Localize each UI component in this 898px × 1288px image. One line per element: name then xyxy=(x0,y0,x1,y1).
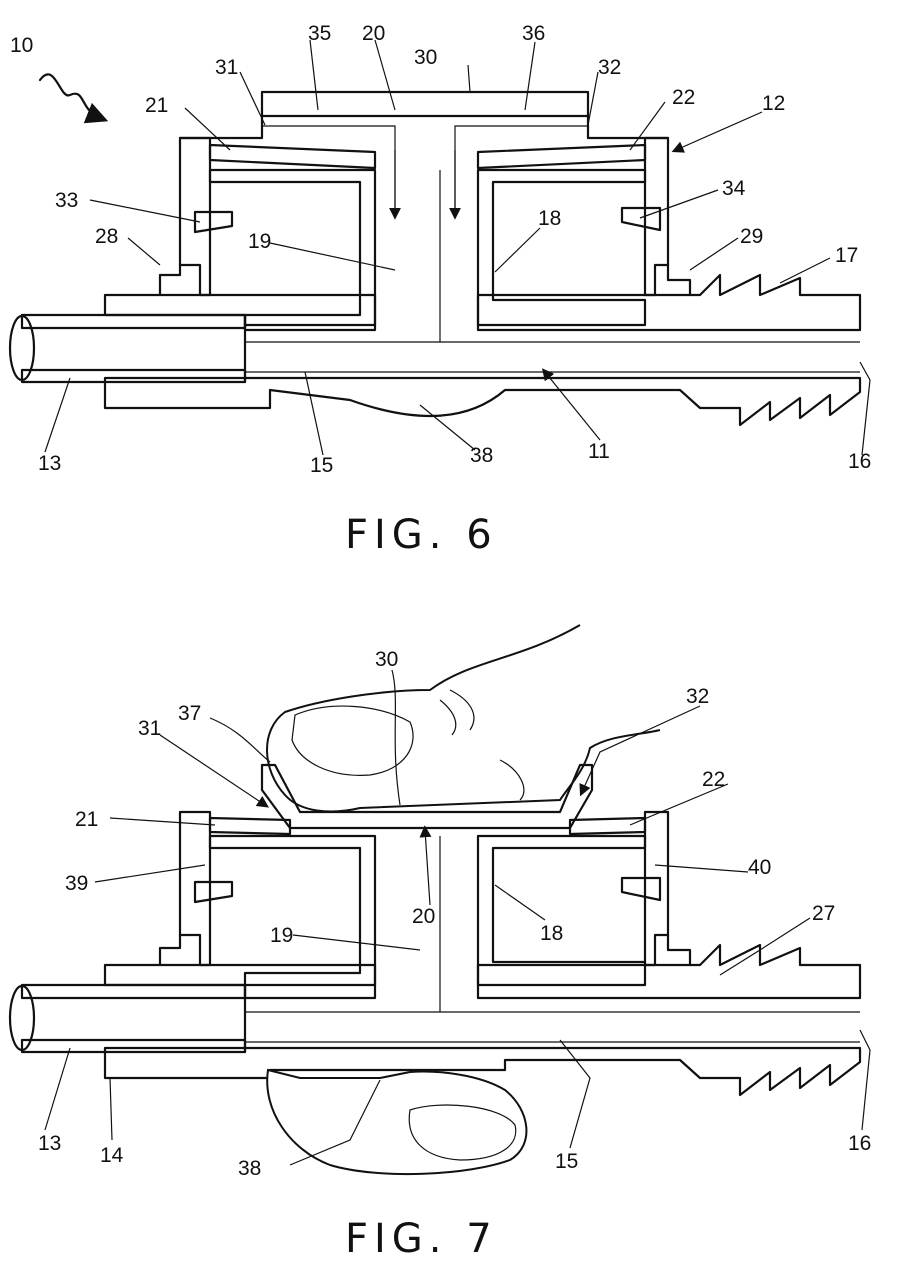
fig7-step-right xyxy=(666,933,692,967)
fig6-body-bottom xyxy=(103,376,862,427)
fig7-label-22: 22 xyxy=(702,768,725,791)
fig7-tube-upper xyxy=(20,983,247,1000)
fig6-label-16: 16 xyxy=(848,450,871,473)
fig7-channel xyxy=(245,836,860,1043)
fig6-ref-arrow-10 xyxy=(38,73,109,124)
fig6-label-31: 31 xyxy=(215,56,238,79)
fig6-label-35: 35 xyxy=(308,22,331,45)
fig6-membrane-left xyxy=(208,143,377,170)
fig6-label-33: 33 xyxy=(55,189,78,212)
fig6-cap-neck xyxy=(178,114,670,140)
fig6-label-12: 12 xyxy=(762,92,785,115)
fig6-cap-part xyxy=(260,90,590,118)
fig7-label-13: 13 xyxy=(38,1132,61,1155)
fig7-label-21: 21 xyxy=(75,808,98,831)
fig7-label-31: 31 xyxy=(138,717,161,740)
fig7-finger-top xyxy=(266,624,661,813)
fig6-label-19: 19 xyxy=(248,230,271,253)
fig6-housing-right xyxy=(643,136,670,297)
fig6-label-32: 32 xyxy=(598,56,621,79)
fig6-membrane-right xyxy=(476,143,647,170)
fig7-inner-cup-left xyxy=(208,834,377,987)
fig7-label-18: 18 xyxy=(540,922,563,945)
fig6-label-18: 18 xyxy=(538,207,561,230)
fig6-label-38: 38 xyxy=(470,444,493,467)
fig7-step-left xyxy=(158,933,182,967)
fig6-channel xyxy=(245,170,860,373)
fig7-finger-nail xyxy=(291,705,414,776)
fig7-leader-lines xyxy=(44,669,871,1166)
fig7-body-top-right xyxy=(476,943,862,1000)
fig7-caption: FIG. 7 xyxy=(345,1216,498,1262)
fig7-label-19: 19 xyxy=(270,924,293,947)
fig7-nub-right xyxy=(620,876,662,902)
fig6-label-11: 11 xyxy=(588,440,610,463)
fig6-step-29 xyxy=(666,263,692,297)
fig6-tube-end xyxy=(8,314,36,382)
fig7-label-37: 37 xyxy=(178,702,201,725)
fig7-tube-lower xyxy=(20,1038,247,1054)
figure-7: 30 37 32 31 21 22 39 40 20 19 18 27 13 1… xyxy=(8,624,871,1262)
fig7-label-39: 39 xyxy=(65,872,88,895)
fig7-label-40: 40 xyxy=(748,856,771,879)
fig7-label-15: 15 xyxy=(555,1150,578,1173)
fig6-tube-13-lower xyxy=(20,368,247,384)
fig7-body-top-left xyxy=(103,963,377,1000)
fig6-step-28 xyxy=(158,263,182,297)
fig7-label-32: 32 xyxy=(686,685,709,708)
fig7-cap-part xyxy=(260,763,594,830)
fig6-label-34: 34 xyxy=(722,177,746,200)
figure-6: 10 35 20 30 36 31 32 21 22 12 33 34 28 1… xyxy=(8,22,871,558)
fig7-label-16: 16 xyxy=(848,1132,871,1155)
fig6-nub-34 xyxy=(620,206,662,232)
fig7-membrane-left xyxy=(208,816,292,836)
fig6-label-17: 17 xyxy=(835,244,858,267)
fig7-label-20: 20 xyxy=(412,905,435,928)
fig7-thumb-nail xyxy=(408,1104,517,1161)
fig7-label-30: 30 xyxy=(375,648,398,671)
fig6-label-10: 10 xyxy=(10,34,33,57)
fig7-label-14: 14 xyxy=(100,1144,124,1167)
fig7-membrane-right xyxy=(568,816,647,836)
fig7-housing-right xyxy=(643,810,670,967)
fig7-label-27: 27 xyxy=(812,902,835,925)
fig6-label-13: 13 xyxy=(38,452,61,475)
fig6-tube-13 xyxy=(20,313,247,330)
fig6-nub-33 xyxy=(193,210,234,234)
fig6-label-36: 36 xyxy=(522,22,545,45)
fig6-label-15: 15 xyxy=(310,454,333,477)
fig7-label-38: 38 xyxy=(238,1157,261,1180)
fig7-finger-wrinkles xyxy=(439,689,525,801)
fig6-label-30: 30 xyxy=(414,46,437,69)
fig7-inner-cup-right xyxy=(476,834,647,987)
fig6-body-top-right xyxy=(476,273,862,332)
fig6-leader-lines xyxy=(44,39,871,456)
fig7-nub-left xyxy=(193,880,234,904)
fig6-caption: FIG. 6 xyxy=(345,512,498,558)
fig6-label-22: 22 xyxy=(672,86,695,109)
fig6-label-28: 28 xyxy=(95,225,118,248)
fig6-label-21: 21 xyxy=(145,94,168,117)
fig6-inner-cup-right xyxy=(476,168,647,327)
fig7-tube-end xyxy=(8,984,36,1052)
fig6-label-29: 29 xyxy=(740,225,763,248)
fig6-label-20: 20 xyxy=(362,22,385,45)
